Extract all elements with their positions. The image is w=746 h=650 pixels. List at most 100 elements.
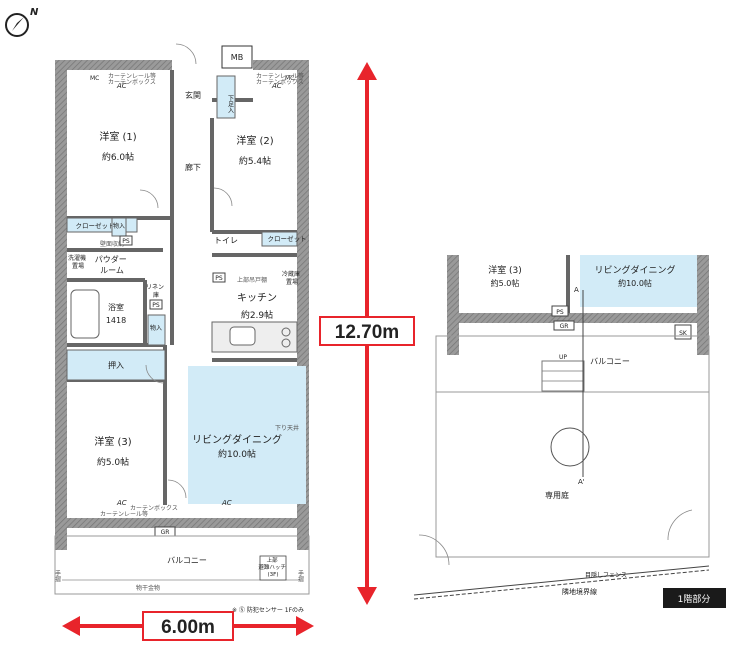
- wall-storage-label: 壁面収納: [100, 240, 124, 248]
- ps-tag-1: PS: [122, 238, 130, 245]
- stove-icon-2: [281, 338, 291, 348]
- bath-size: 1418: [106, 316, 126, 325]
- curtain-box-top-1: カーテンボックス: [108, 78, 156, 86]
- rp-ldk-name: リビングダイニング: [594, 264, 675, 276]
- fridge-label: 冷蔵庫 置場: [282, 270, 302, 286]
- wall-bottom: [55, 518, 309, 528]
- depth-label: 12.70m: [335, 322, 399, 343]
- mc-tag-1: MC: [90, 75, 99, 82]
- clothes-rod-label: 物干金物: [136, 584, 160, 592]
- curtain-rail-bottom: カーテンレール等: [100, 510, 148, 518]
- bedroom3-area: 約5.0帖: [97, 456, 129, 468]
- closet-2-label: クローゼット: [268, 234, 307, 243]
- kitchen-sink: [229, 326, 256, 346]
- closet-1-label: クローゼット: [76, 221, 115, 230]
- ac-tag-4: AC: [221, 499, 232, 507]
- rp-boundary-label: 隣地境界線: [562, 587, 597, 596]
- bedroom2-area: 約5.4帖: [239, 155, 271, 167]
- ldk-ceiling-note: 下り天井: [275, 424, 299, 432]
- fridge-line2: 置場: [286, 278, 298, 286]
- ac-tag-1: AC: [116, 82, 127, 90]
- compass: N: [5, 7, 39, 37]
- ac-tag-2: AC: [271, 82, 282, 90]
- gr-tag: GR: [161, 529, 170, 536]
- rp-gate-swing: [418, 534, 450, 566]
- rp-ldk-area: [580, 255, 697, 307]
- width-dimension: 6.00m: [62, 611, 314, 641]
- rp-fence-line: [413, 565, 710, 596]
- toilet-label: トイレ: [214, 236, 238, 245]
- fridge-line1: 冷蔵庫: [282, 270, 300, 278]
- balcony-label: バルコニー: [167, 556, 207, 565]
- storage-1-label: 物入: [113, 222, 125, 230]
- rp-boundary-line: [413, 569, 710, 600]
- hatch-label: 上部 避難ハッチ (3F): [258, 556, 287, 578]
- powder-room-line1: パウダー: [95, 254, 127, 264]
- rp-up-label: UP: [559, 354, 567, 361]
- rp-ps-tag: PS: [556, 309, 564, 316]
- powder-room-label: パウダー ルーム: [95, 254, 130, 275]
- rp-bedroom3-area: 約5.0帖: [491, 278, 520, 288]
- storage-1: [111, 217, 127, 237]
- security-note: ※ Ⓢ 防犯センサー 1Fのみ: [232, 606, 304, 614]
- floor-badge-label: 1階部分: [678, 593, 711, 605]
- linen-label: リネン 庫: [146, 284, 166, 299]
- shoebox-label: 下足入: [227, 95, 234, 113]
- rp-garden-label: 専用庭: [545, 490, 569, 500]
- linen-line2: 庫: [153, 291, 159, 299]
- rp-balcony-label: バルコニー: [590, 357, 630, 366]
- first-floor-plan: 洋室 (3) 約5.0帖 リビングダイニング 約10.0帖 PS GR SK バ…: [413, 255, 726, 608]
- ac-tag-3: AC: [116, 499, 127, 507]
- compass-north-label: N: [30, 7, 39, 18]
- rp-bedroom3-name: 洋室 (3): [488, 264, 522, 276]
- small-tags: PS PS PS AC AC AC AC GR MC MC カーテンレール等 カ…: [90, 72, 304, 537]
- ps-tag-3: PS: [152, 302, 160, 309]
- rp-fence-label: 目隠しフェンス: [585, 571, 627, 579]
- bedroom2-name: 洋室 (2): [236, 134, 273, 147]
- oshiire-label: 押入: [108, 360, 124, 370]
- hallway-label: 廊下: [185, 162, 201, 172]
- rp-section-a2: A': [578, 478, 585, 486]
- bedroom3-name: 洋室 (3): [94, 435, 131, 448]
- balcony: バルコニー 手摺 手摺 上部 避難ハッチ (3F) 物干金物: [54, 535, 310, 595]
- handrail-right: 手摺: [297, 569, 304, 583]
- width-label-box: [142, 611, 234, 641]
- mb-box: [221, 45, 253, 69]
- compass-needle-icon: [12, 17, 24, 31]
- kitchen-name: キッチン: [237, 292, 277, 304]
- rp-section-a: A: [574, 286, 579, 294]
- wall-left: [55, 60, 67, 550]
- ps-tag-2: PS: [215, 275, 223, 282]
- floor-badge: [663, 588, 726, 608]
- kitchen-area: 約2.9帖: [241, 309, 273, 321]
- hatch-line1: 上部: [267, 556, 279, 564]
- rp-garden: [435, 391, 710, 558]
- hatch-line3: (3F): [268, 572, 279, 578]
- rp-tree-icon: [550, 427, 590, 467]
- rp-ldk-area: 約10.0帖: [618, 278, 652, 288]
- mb-label: MB: [231, 53, 243, 62]
- powder-room-line2: ルーム: [100, 266, 124, 275]
- rp-wall-left: [447, 255, 459, 355]
- bedroom1-name: 洋室 (1): [99, 130, 136, 143]
- closet-2: [261, 231, 298, 247]
- rp-gate-swing-2: [667, 509, 693, 541]
- washer-line2: 置場: [72, 262, 84, 270]
- rp-balcony: [435, 335, 710, 393]
- rp-wall-right: [697, 255, 709, 355]
- handrail-left: 手摺: [54, 569, 61, 583]
- curtain-box-top-2: カーテンボックス: [256, 78, 304, 86]
- curtain-rail-top-2: カーテンレール等: [256, 72, 304, 80]
- rp-wall-bottom: [447, 313, 709, 323]
- compass-circle-icon: [5, 13, 29, 37]
- stove-icon: [281, 327, 291, 337]
- wall-top-right: [253, 60, 309, 70]
- upper-cabinet-label: 上部吊戸棚: [237, 276, 267, 284]
- hatch-line2: 避難ハッチ: [258, 563, 286, 571]
- ldk-area-label: 約10.0帖: [218, 448, 256, 460]
- mc-tag-2: MC: [285, 75, 294, 82]
- washer-line1: 洗濯機: [68, 254, 86, 262]
- bath-name: 浴室: [108, 302, 124, 312]
- ldk-name: リビングダイニング: [192, 433, 282, 446]
